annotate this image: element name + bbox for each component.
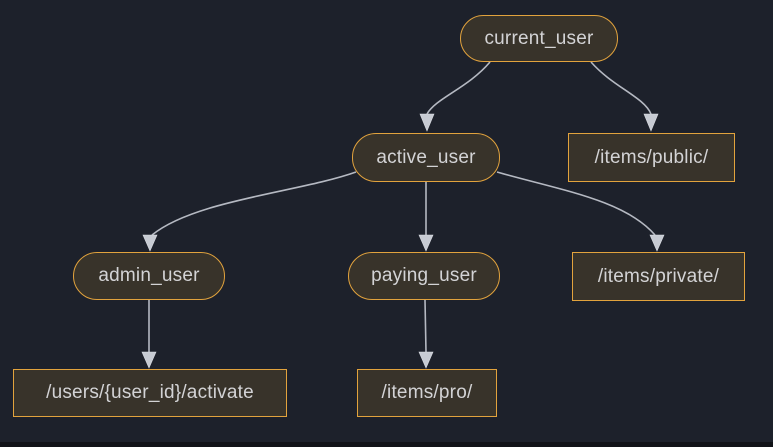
- node-items-public: /items/public/: [568, 133, 735, 182]
- arrowhead-icon: [418, 234, 434, 252]
- node-active-user-label: active_user: [376, 146, 476, 168]
- node-users-activate-label: /users/{user_id}/activate: [46, 382, 254, 403]
- node-paying-user-label: paying_user: [371, 265, 477, 286]
- node-items-private-label: /items/private/: [597, 265, 720, 287]
- bottom-edge-strip: [0, 442, 773, 447]
- node-items-public-label: /items/public/: [594, 146, 709, 168]
- node-active-user: active_user: [352, 133, 500, 182]
- arrowhead-icon: [141, 351, 157, 369]
- node-items-pro: /items/pro/: [357, 369, 497, 417]
- node-current-user: current_user: [460, 15, 618, 62]
- node-current-user-label: current_user: [484, 27, 594, 49]
- node-items-private: /items/private/: [572, 252, 745, 301]
- node-admin-user-label: admin_user: [98, 265, 200, 286]
- edge-active-user-to-admin-user: [151, 171, 357, 236]
- edge-current-user-to-active-user: [426, 61, 491, 115]
- arrowhead-icon: [418, 351, 434, 369]
- edge-paying-user-to-items-pro: [424, 299, 427, 353]
- node-users-activate: /users/{user_id}/activate: [13, 369, 287, 417]
- edge-active-user-to-items-private: [496, 171, 656, 236]
- arrowhead-icon: [643, 113, 659, 132]
- node-items-pro-label: /items/pro/: [381, 382, 473, 403]
- arrowhead-icon: [649, 234, 665, 252]
- edge-current-user-to-items-public: [590, 61, 652, 115]
- node-paying-user: paying_user: [348, 252, 500, 300]
- node-admin-user: admin_user: [73, 252, 225, 300]
- arrowhead-icon: [419, 113, 435, 132]
- arrowhead-icon: [142, 234, 158, 252]
